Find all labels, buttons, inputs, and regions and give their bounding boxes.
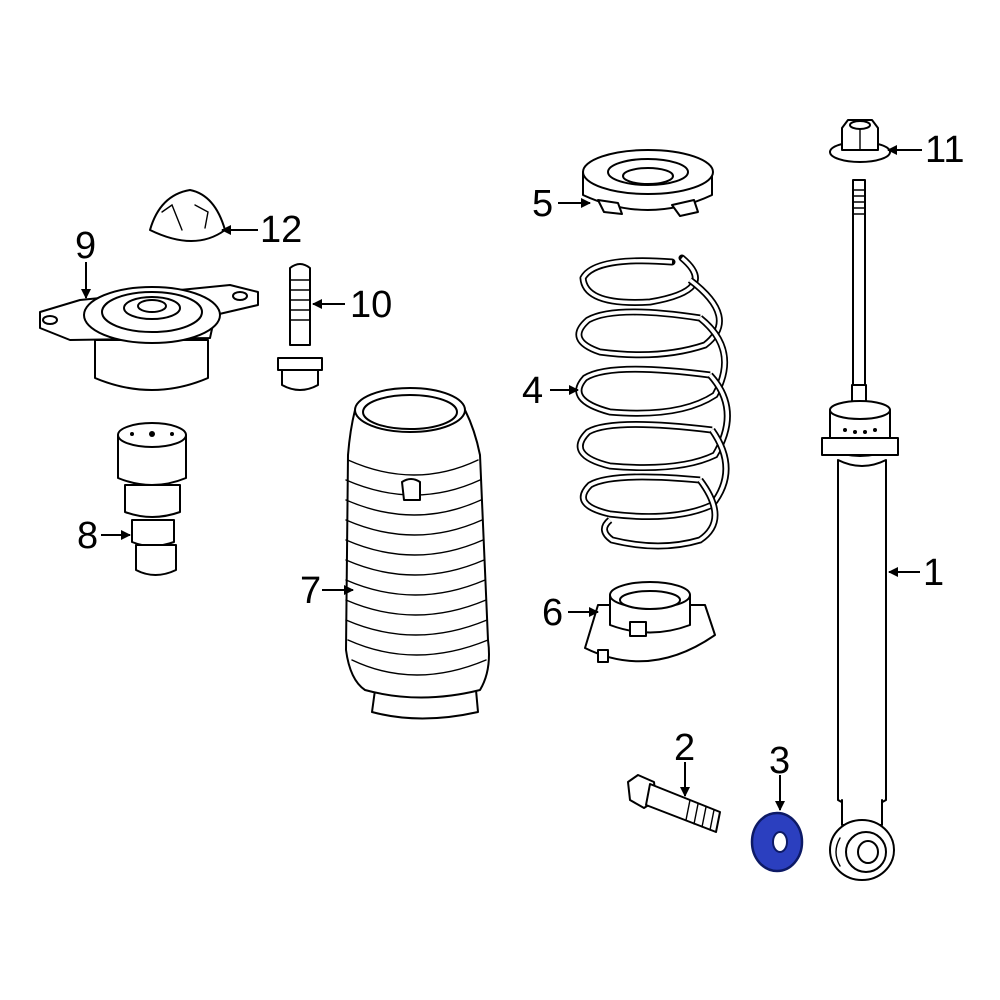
dust-cap[interactable] [149,189,226,242]
callout-11: 11 [925,129,964,171]
callout-3: 3 [769,740,790,782]
callout-10: 10 [350,284,392,326]
mount-bolt[interactable] [277,263,323,391]
callout-12: 12 [260,209,302,251]
callout-5: 5 [532,183,553,225]
upper-spring-seat[interactable] [582,149,714,217]
bump-stop[interactable] [117,422,187,576]
top-nut[interactable] [829,119,891,163]
washer-highlighted[interactable] [750,811,804,873]
dust-boot[interactable] [345,387,490,720]
lower-spring-seat[interactable] [584,581,716,663]
lower-bolt[interactable] [627,774,721,833]
callout-2: 2 [674,727,695,769]
callout-9: 9 [75,225,96,267]
coil-spring[interactable] [575,254,731,550]
upper-mount[interactable] [39,284,259,391]
callout-8: 8 [77,515,98,557]
callout-7: 7 [300,570,321,612]
callout-6: 6 [542,592,563,634]
callout-4: 4 [522,370,543,412]
shock-absorber[interactable] [821,179,899,881]
callout-1: 1 [923,552,944,594]
